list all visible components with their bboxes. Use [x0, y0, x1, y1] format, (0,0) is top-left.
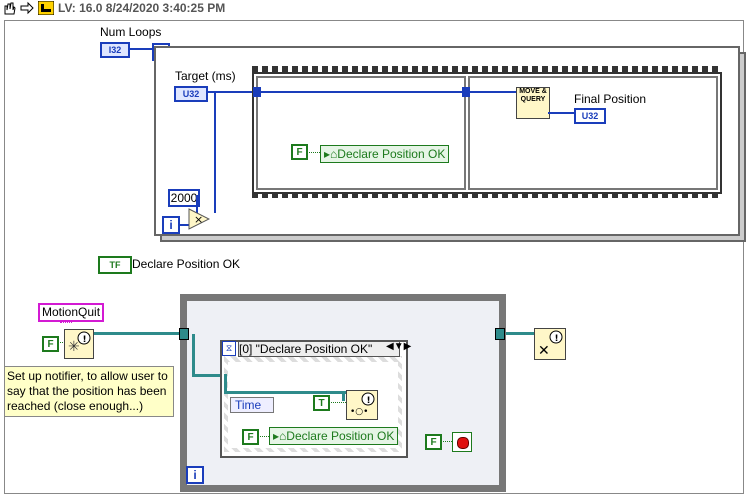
- svg-text:!: !: [367, 396, 371, 406]
- multiply-node[interactable]: ×: [188, 208, 210, 230]
- teal-branch-right: [192, 374, 224, 377]
- sequence-frame-1: [256, 76, 466, 190]
- wire-true: [328, 402, 346, 404]
- teal-case-left: [224, 374, 227, 394]
- obtain-notifier-icon[interactable]: ✳!: [64, 329, 94, 359]
- teal-branch-down: [192, 334, 195, 376]
- false-constant-3[interactable]: F: [242, 429, 259, 445]
- const-2000[interactable]: 2000: [168, 189, 200, 207]
- svg-text:!: !: [555, 334, 559, 344]
- teal-case-wire: [224, 391, 346, 394]
- case-selector[interactable]: [0] "Declare Position OK": [238, 341, 400, 357]
- tunnel-2: [462, 87, 470, 97]
- while-tunnel-right: [495, 328, 505, 340]
- svg-text:✳: ✳: [68, 339, 80, 355]
- sequence-frame-2: [468, 76, 718, 190]
- version-text: LV: 16.0 8/24/2020 3:40:25 PM: [58, 1, 226, 15]
- motion-quit-constant[interactable]: MotionQuit: [38, 303, 105, 322]
- wire-false-1: [306, 152, 320, 154]
- declare-position-indicator[interactable]: TF: [98, 256, 132, 274]
- wire-final-position: [548, 112, 574, 114]
- tunnel-1: [253, 87, 261, 97]
- case-selector-arrow-icon[interactable]: ◀▼▶: [386, 341, 412, 352]
- release-notifier-icon[interactable]: !✕: [534, 328, 566, 360]
- loop-condition-stop[interactable]: [452, 432, 472, 452]
- header-bar: LV: 16.0 8/24/2020 3:40:25 PM: [0, 0, 749, 16]
- final-position-indicator[interactable]: U32: [574, 108, 606, 124]
- stop-icon: [457, 437, 469, 449]
- declare-ring-1-text: Declare Position OK: [337, 147, 446, 161]
- labview-icon: [38, 1, 54, 15]
- declare-position-local-2[interactable]: ▸⌂Declare Position OK: [269, 427, 399, 445]
- move-query-subvi[interactable]: MOVE & QUERY: [516, 87, 550, 119]
- event-timeout-icon: ⧖: [222, 341, 236, 356]
- declare-position-label: Declare Position OK: [132, 257, 241, 271]
- sequence-film-bottom: [252, 190, 722, 198]
- svg-text:•○•: •○•: [350, 407, 368, 417]
- wire-target-seq: [258, 91, 516, 93]
- declare-ring-2-text: Declare Position OK: [286, 429, 395, 443]
- time-terminal: Time: [230, 397, 274, 413]
- setup-notifier-note: Set up notifier, to allow user to say th…: [4, 366, 174, 417]
- wire-false-4: [440, 441, 452, 443]
- false-constant-4[interactable]: F: [425, 434, 442, 450]
- send-notification-icon[interactable]: !•○•: [346, 390, 378, 420]
- time-label: Time: [235, 398, 262, 412]
- wire-num-loops: [130, 48, 152, 50]
- wire-iter: [180, 224, 190, 226]
- false-constant-2[interactable]: F: [42, 336, 59, 352]
- svg-text:!: !: [83, 335, 87, 345]
- case-selector-text: [0] "Declare Position OK": [239, 342, 373, 356]
- wire-2000: [196, 195, 198, 215]
- final-position-label: Final Position: [574, 92, 647, 106]
- wire-false-3: [257, 436, 269, 438]
- wire-target: [208, 91, 256, 93]
- teal-case-down: [342, 391, 345, 401]
- declare-position-local-1[interactable]: ▸⌂Declare Position OK: [320, 145, 450, 163]
- num-loops-label: Num Loops: [100, 25, 162, 39]
- svg-text:✕: ✕: [538, 343, 550, 359]
- while-iteration-terminal: i: [186, 466, 204, 484]
- target-label: Target (ms): [175, 69, 236, 83]
- wire-motion-quit: [60, 322, 72, 331]
- true-constant[interactable]: T: [313, 395, 330, 411]
- arrow-icon[interactable]: [20, 1, 34, 15]
- sequence-film-top: [252, 66, 722, 74]
- target-control[interactable]: U32: [174, 86, 208, 102]
- wire-target-down: [214, 91, 216, 213]
- svg-text:×: ×: [194, 213, 203, 226]
- hand-icon[interactable]: [2, 1, 16, 15]
- iteration-terminal: i: [162, 216, 180, 234]
- num-loops-control[interactable]: I32: [100, 42, 130, 58]
- while-tunnel-left: [179, 328, 189, 340]
- wire-false-2: [57, 342, 65, 344]
